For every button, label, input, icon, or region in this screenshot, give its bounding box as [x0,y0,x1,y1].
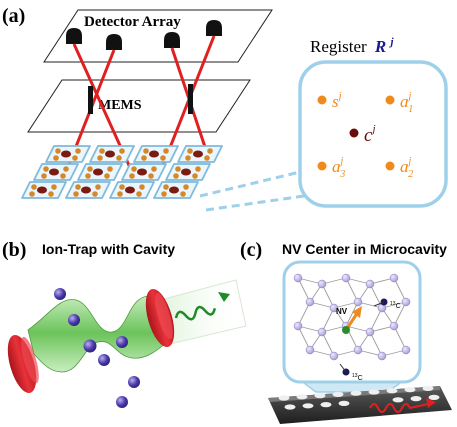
register-tile [65,181,111,199]
lattice-atom [305,345,315,355]
emitted-photon-wave [174,305,217,321]
lattice-atom [401,297,411,307]
lattice-atom [317,327,327,337]
register-tile [77,163,123,181]
ion [116,336,128,348]
lattice-atom [329,351,339,361]
panel-c-label: (c) [240,239,262,261]
register-title: Register R j [310,36,395,56]
ion [68,314,80,326]
lattice-atom [365,279,375,289]
cavity-mirror-left [7,334,39,394]
lattice-atom [365,327,375,337]
panel-b: (b) Ion-Trap with Cavity [2,239,247,408]
c13-label-top: 13C [390,301,401,310]
register-tile [133,145,179,163]
panel-b-title: Ion-Trap with Cavity [42,241,175,257]
lattice-atom [341,273,351,283]
lattice-atom [293,273,303,283]
lattice-atom [317,279,327,289]
cavity-mirror-right [145,288,175,348]
nv-label: NV [336,307,348,316]
panel-c: (c) NV Center in Microcavity NV 13C 13C [240,239,452,424]
panel-a: (a) Detector Array MEMS [2,5,448,212]
lattice-atom [293,321,303,331]
lattice-atom [401,345,411,355]
zoom-leader [199,170,305,212]
register-array [21,145,223,199]
mems-mirror [88,86,93,114]
ion [54,288,66,300]
photon-arrowhead [218,292,230,302]
nv-center-dot [342,326,350,334]
register-frame [298,60,448,208]
register-tile [33,163,79,181]
panel-c-title: NV Center in Microcavity [282,241,447,257]
panel-a-label: (a) [2,5,25,27]
lattice-atom [329,303,339,313]
mems-label: MEMS [98,98,142,113]
lattice-atom [389,321,399,331]
register-tile [153,181,199,199]
register-tile [165,163,211,181]
cavity-field [27,293,173,373]
trapped-ions [54,288,140,408]
ion [116,396,128,408]
lattice-atom [305,297,315,307]
register-tile [177,145,223,163]
svg-text:aj1: aj1 [400,91,413,115]
pulse-arrowhead [426,398,436,408]
c13-label-bottom: 13C [352,373,363,382]
register-node-c: cj [349,123,376,146]
detector-icon [164,32,180,48]
nv-arrowhead [352,306,362,318]
lattice-atom [377,351,387,361]
detector-array-label: Detector Array [84,14,181,30]
photonic-crystal-chip [268,385,452,424]
register-tile [45,145,91,163]
ion [128,376,140,388]
mems-mirror [188,84,193,114]
svg-text:aj2: aj2 [400,156,413,180]
detector-icon [206,20,222,36]
lattice-atom [353,345,363,355]
detector-icon [106,34,122,50]
register-tile [89,145,135,163]
svg-text:cj: cj [364,123,376,146]
lattice-atom [353,297,363,307]
crystal-holes [278,385,440,410]
optical-pulse [369,403,429,413]
diamond-lattice [293,273,411,361]
register-tile [121,163,167,181]
lattice-atom [389,273,399,283]
register-node-s: sj [317,90,342,111]
detector-icon [66,28,82,44]
svg-text:aj3: aj3 [332,156,345,180]
ion [83,339,97,353]
panel-b-label: (b) [2,239,26,261]
register-tile [109,181,155,199]
svg-text:sj: sj [332,90,342,111]
ion [98,354,110,366]
detector-icons [66,20,222,50]
register-tile [21,181,67,199]
